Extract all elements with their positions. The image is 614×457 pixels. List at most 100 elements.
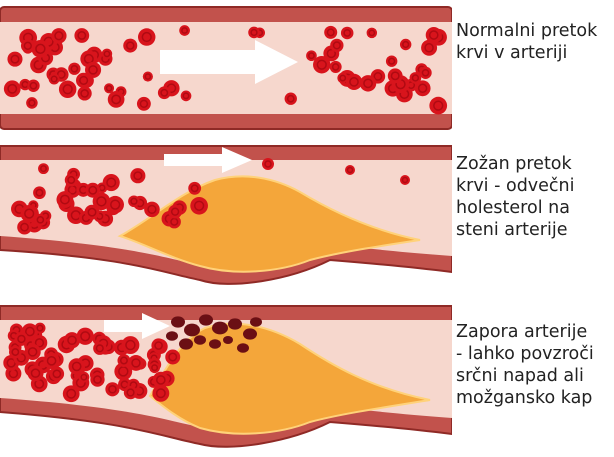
blood-cell [93,342,106,355]
blood-cell [181,91,192,102]
blood-cell [27,79,39,91]
clot-cell [237,343,249,353]
blood-cell [144,202,160,218]
clot-cell [243,328,257,339]
clot-cell [199,314,213,325]
caption-line: steni arterije [456,219,612,241]
blood-cell [168,205,182,219]
blood-cell [104,83,114,93]
caption-line: krvi - odvečni [456,175,612,197]
blood-cell [26,97,38,109]
blood-cell [124,386,137,399]
blood-cell [128,195,140,207]
blood-cell [188,182,201,195]
clot-cell [212,322,228,335]
blood-cell [367,28,377,38]
blood-cell [7,52,22,67]
blood-cell [9,346,22,359]
blood-cell [151,338,165,352]
blood-cell [50,367,64,381]
blood-cell [324,26,337,39]
blood-cell [341,27,354,40]
blood-cell [49,74,60,85]
clot-cell [166,331,178,341]
blood-cell [64,332,80,348]
caption-line: možgansko kap [456,387,612,409]
blood-cell [360,75,376,91]
blood-cell [59,81,76,98]
blood-cell [31,40,49,58]
artery-narrowed [0,140,452,290]
blood-cell [313,56,330,73]
blood-cell [330,61,342,73]
blood-cell [386,55,397,66]
blood-cell [190,197,208,215]
blood-cell [165,350,180,365]
blood-cell [74,28,89,43]
blood-cell [33,186,46,199]
blood-cell [330,39,343,52]
blood-cell [400,175,410,185]
blood-cell [179,25,190,36]
blood-cell [90,372,104,386]
blood-cell [123,39,137,53]
blood-cell [21,39,35,53]
blood-cell [108,91,125,108]
blood-cell [153,372,169,388]
blood-cell [158,86,171,99]
blood-cell [85,183,100,198]
blood-cell [105,382,119,396]
blood-cell [69,358,85,374]
caption-line: Normalni pretok [456,20,612,42]
caption-line: Zapora arterije [456,321,612,343]
blood-cell [130,168,145,183]
blood-cell [419,67,431,79]
blood-cell [68,63,80,75]
blood-cell [138,28,155,45]
blood-cell [85,205,100,220]
blood-cell [106,196,124,214]
clot-cell [223,336,233,344]
clot-cell [171,316,185,327]
blood-cell [345,165,355,175]
caption-blocked-artery: Zapora arterije - lahko povzroči srčni n… [456,321,612,409]
blood-cell [76,73,91,88]
blood-cell [78,86,92,100]
blood-cell [121,336,139,354]
artery-normal [0,0,452,140]
blood-cell [149,362,160,373]
blood-cell [285,93,297,105]
blood-cell [34,323,45,334]
blood-cell [400,39,411,50]
artery-blocked [0,300,452,457]
blood-cell [38,163,49,174]
clot-cell [179,338,193,349]
caption-line: - lahko povzroči [456,343,612,365]
clot-cell [228,318,242,329]
caption-narrowed-flow: Zožan pretok krvi - odvečni holesterol n… [456,153,612,241]
blood-cell [143,72,153,82]
blood-cell [128,355,144,371]
caption-line: holesterol na [456,197,612,219]
clot-cell [194,335,206,345]
clot-cell [184,324,200,337]
caption-line: srčni napad ali [456,365,612,387]
blood-cell [421,40,437,56]
blood-cell [27,365,43,381]
blood-cell [137,97,151,111]
blood-cell [34,214,46,226]
blood-cell [4,80,21,97]
blood-cell [388,68,403,83]
blood-cell [346,74,362,90]
blood-cell [415,80,431,96]
blood-cell [51,28,66,43]
clot-cell [209,339,221,349]
clot-cell [250,317,262,327]
caption-normal-flow: Normalni pretok krvi v arteriji [456,20,612,64]
blood-cell [248,27,260,39]
blood-cell [429,97,447,115]
blood-cell [25,344,41,360]
blood-cell [102,49,113,60]
blood-cell [262,158,274,170]
caption-line: krvi v arteriji [456,42,612,64]
